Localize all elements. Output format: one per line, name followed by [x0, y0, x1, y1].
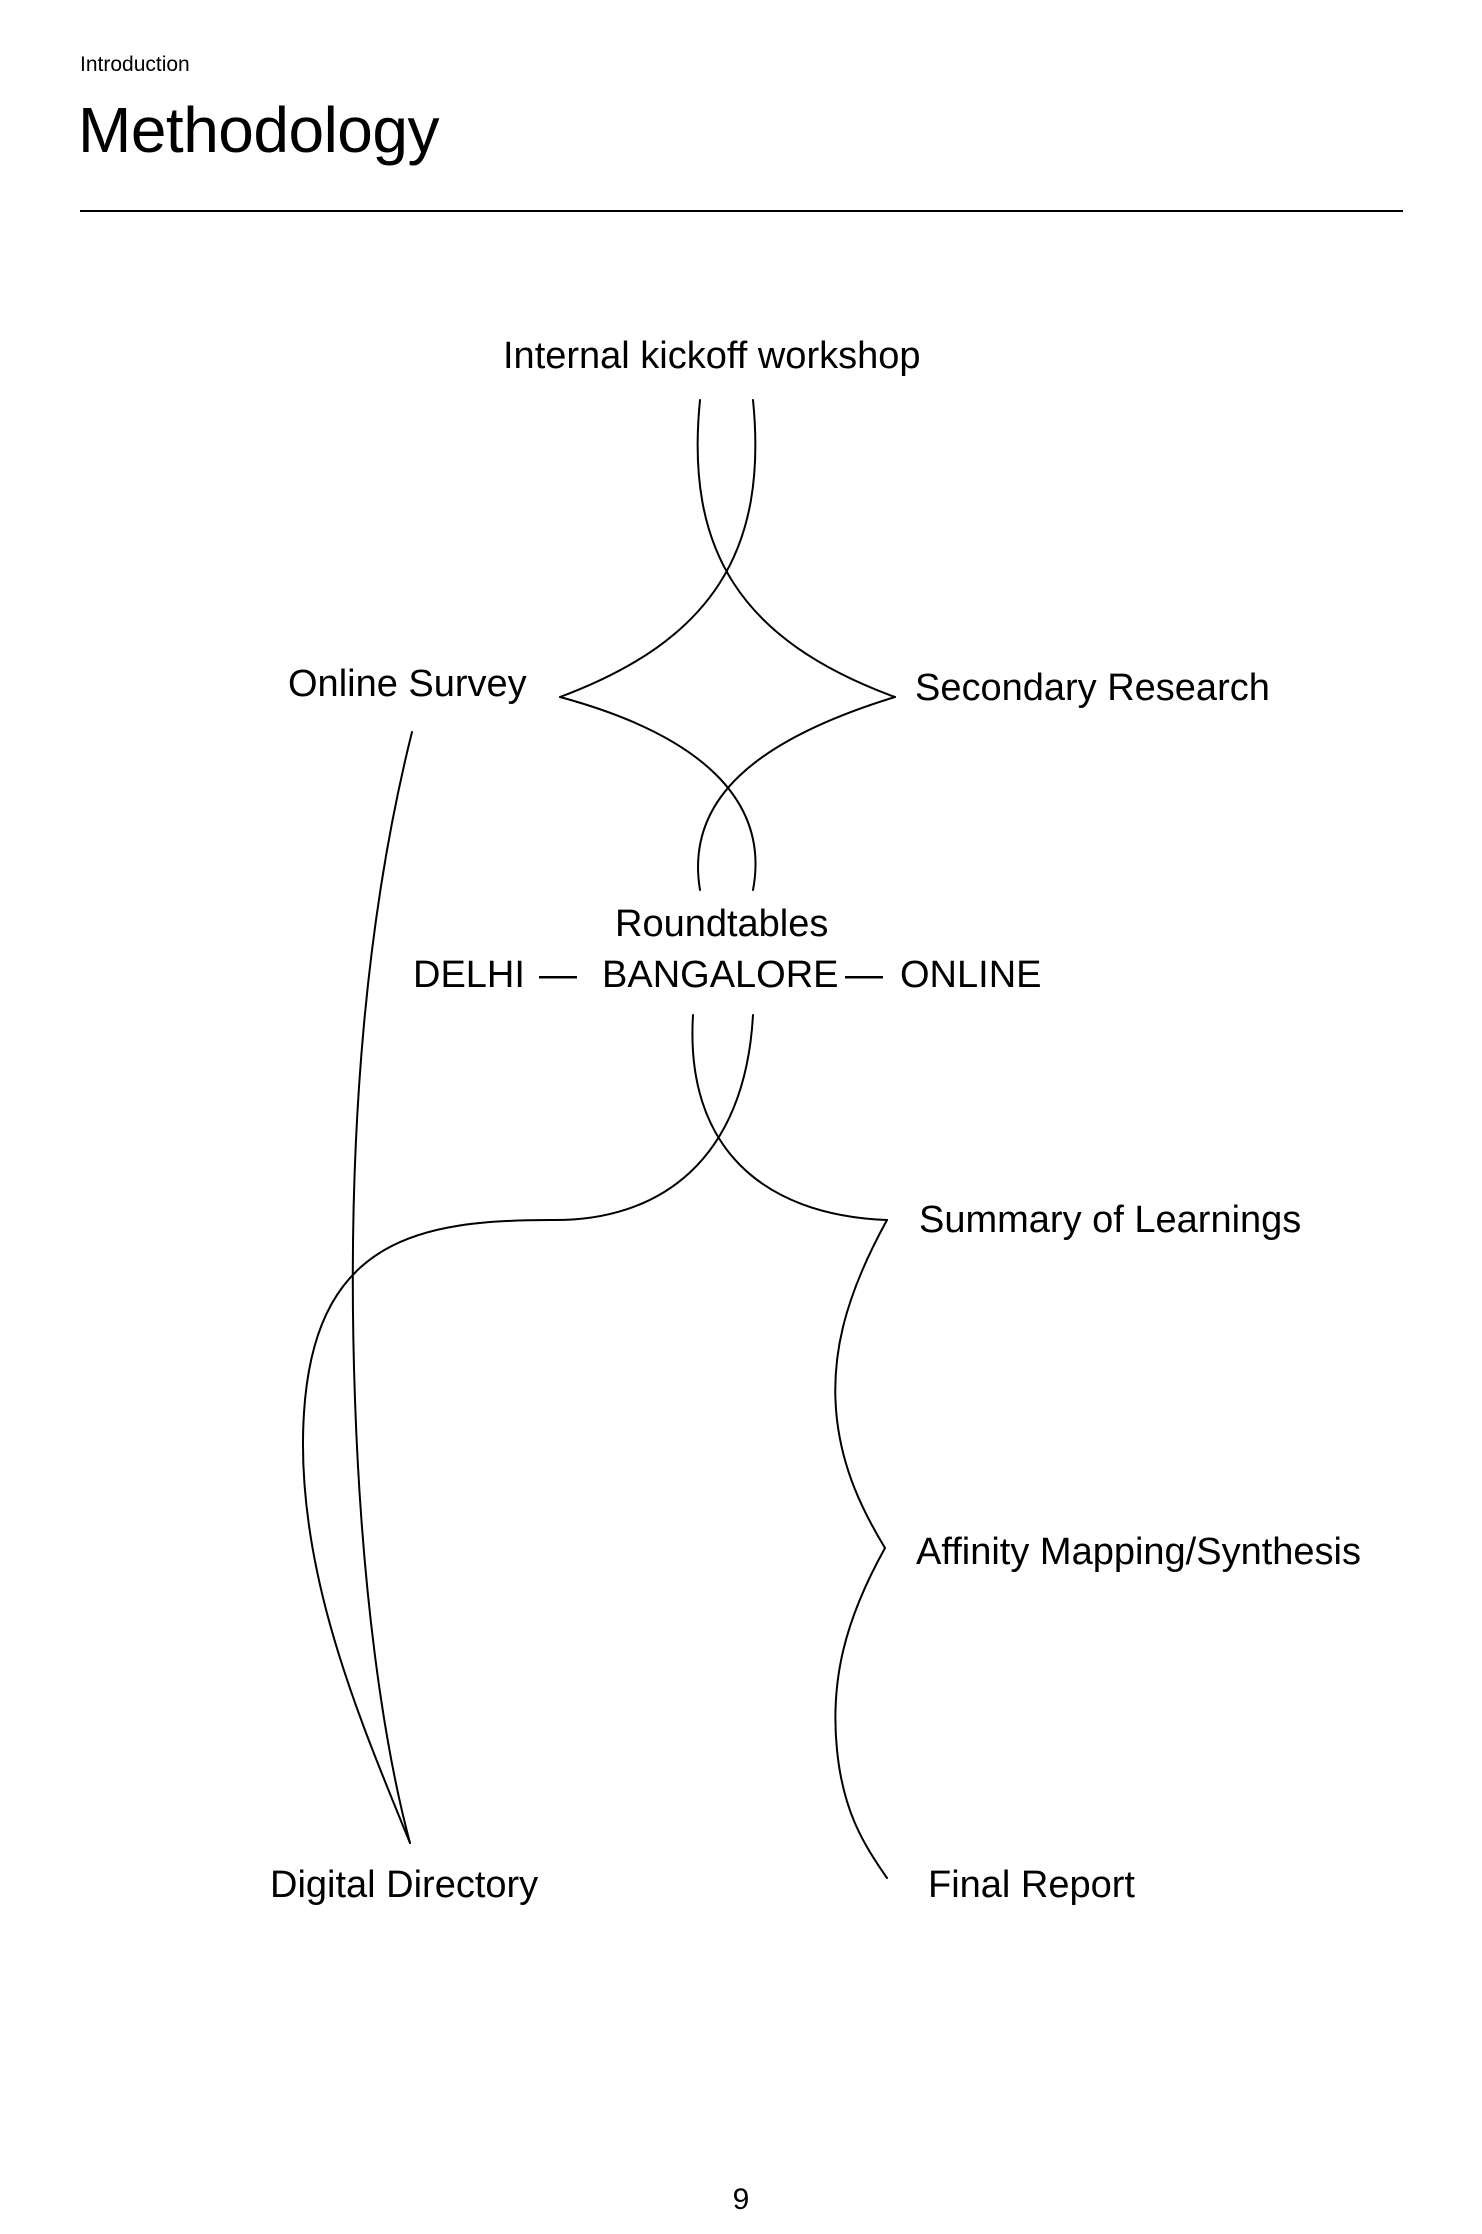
roundtable-location-online: ONLINE — [900, 954, 1042, 996]
node-final-report: Final Report — [928, 1864, 1135, 1906]
connector-affinity-to-report — [834, 1547, 888, 1879]
connector-roundtables-to-summary — [691, 1014, 888, 1221]
connector-survey-to-directory — [351, 731, 413, 1844]
connector-kickoff-to-survey — [559, 399, 757, 698]
node-digital-directory: Digital Directory — [270, 1864, 539, 1906]
section-label: Introduction — [80, 53, 190, 76]
roundtable-location-delhi: DELHI — [413, 954, 525, 996]
node-online-survey: Online Survey — [288, 663, 527, 705]
node-internal-kickoff-workshop: Internal kickoff workshop — [503, 335, 921, 377]
connector-survey-to-roundtables — [559, 696, 757, 891]
connector-kickoff-to-secondary — [696, 399, 896, 698]
node-affinity-mapping-synthesis: Affinity Mapping/Synthesis — [916, 1531, 1361, 1573]
node-roundtables: Roundtables — [615, 903, 829, 945]
page-number: 9 — [732, 2183, 750, 2216]
connector-roundtables-to-directory — [301, 1014, 754, 1844]
node-secondary-research: Secondary Research — [915, 667, 1270, 709]
location-separator: — — [539, 954, 577, 996]
connector-secondary-to-roundtables — [697, 696, 896, 891]
title-divider — [80, 210, 1403, 212]
roundtable-location-bangalore: BANGALORE — [602, 954, 839, 996]
location-separator: — — [845, 954, 883, 996]
page-title: Methodology — [78, 94, 439, 166]
connector-summary-to-affinity — [834, 1219, 888, 1549]
node-summary-of-learnings: Summary of Learnings — [919, 1199, 1302, 1241]
